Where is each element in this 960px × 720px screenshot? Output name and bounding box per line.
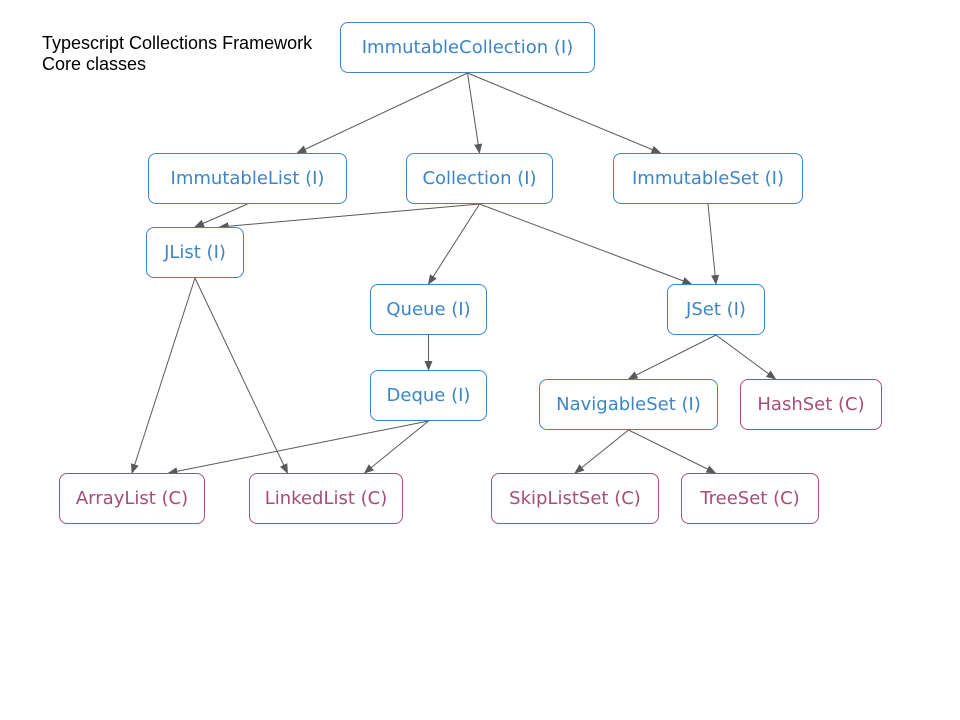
node-hash-set: HashSet (C) [740, 379, 882, 430]
node-label: SkipListSet (C) [509, 488, 641, 509]
node-label: HashSet (C) [757, 394, 865, 415]
node-deque: Deque (I) [370, 370, 487, 421]
node-collection: Collection (I) [406, 153, 553, 204]
edge-immutable_collection-to-immutable_set [467, 72, 662, 154]
diagram-title: Typescript Collections Framework Core cl… [42, 33, 312, 75]
node-immutable-set: ImmutableSet (I) [613, 153, 803, 204]
node-label: ImmutableCollection (I) [361, 37, 574, 58]
node-label: ArrayList (C) [75, 488, 189, 509]
edge-jset-to-hash_set [715, 334, 777, 380]
node-immutable-collection: ImmutableCollection (I) [340, 22, 595, 73]
node-label: Queue (I) [386, 299, 471, 320]
node-label: ImmutableList (I) [170, 168, 325, 189]
node-label: ImmutableSet (I) [631, 168, 784, 189]
edge-navigable_set-to-skip_list_set [574, 429, 629, 474]
node-skip-list-set: SkipListSet (C) [491, 473, 659, 524]
node-label: LinkedList (C) [264, 488, 388, 509]
node-array-list: ArrayList (C) [59, 473, 205, 524]
edge-immutable_set-to-jset [707, 203, 720, 285]
node-label: JList (I) [164, 242, 226, 263]
node-label: Deque (I) [386, 385, 471, 406]
title-line-2: Core classes [42, 54, 147, 74]
node-label: JSet (I) [686, 299, 746, 320]
node-immutable-list: ImmutableList (I) [148, 153, 347, 204]
node-queue: Queue (I) [370, 284, 487, 335]
node-linked-list: LinkedList (C) [249, 473, 403, 524]
node-jset: JSet (I) [667, 284, 765, 335]
edge-deque-to-linked_list [363, 420, 429, 474]
edge-collection-to-queue [427, 203, 480, 285]
edge-collection-to-jlist [218, 203, 480, 231]
edge-navigable_set-to-tree_set [628, 429, 717, 474]
edge-jset-to-navigable_set [627, 334, 717, 380]
node-label: NavigableSet (I) [556, 394, 701, 415]
edge-immutable_collection-to-collection [467, 72, 483, 154]
edge-deque-to-array_list [167, 420, 429, 476]
edge-immutable_list-to-jlist [194, 203, 248, 228]
edge-jlist-to-array_list [130, 277, 196, 474]
edge-collection-to-jset [479, 203, 693, 285]
title-line-1: Typescript Collections Framework [42, 33, 313, 53]
node-tree-set: TreeSet (C) [681, 473, 819, 524]
node-label: TreeSet (C) [700, 488, 800, 509]
node-label: Collection (I) [422, 168, 537, 189]
node-jlist: JList (I) [146, 227, 244, 278]
edge-jlist-to-linked_list [194, 277, 288, 474]
edge-immutable_collection-to-immutable_list [296, 72, 468, 154]
node-navigable-set: NavigableSet (I) [539, 379, 718, 430]
